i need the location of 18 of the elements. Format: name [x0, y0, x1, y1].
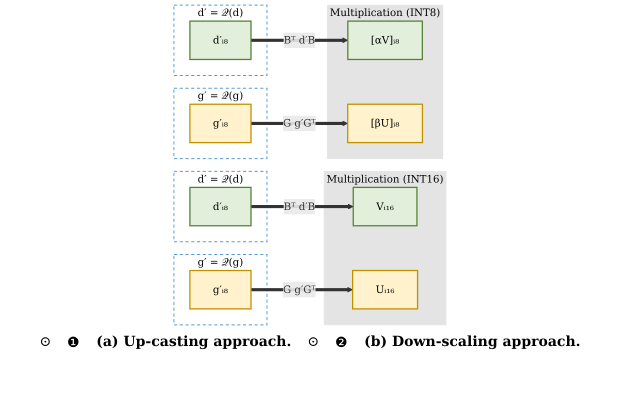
edge-label: G g′Gᵀ [282, 283, 316, 296]
caption: (a) Up-casting approach. [96, 334, 292, 351]
edge-label: Bᵀ d′B [284, 34, 316, 46]
label: ❶ [67, 334, 80, 351]
node-box: g′ᵢ₈ [189, 104, 252, 144]
edge-label: Bᵀ d′B [284, 200, 316, 212]
node-box: [βU]ᵢ₈ [347, 104, 424, 144]
node-box: d′ᵢ₈ [189, 20, 252, 60]
node-box: d′ᵢ₈ [189, 186, 252, 226]
node-box: [αV]ᵢ₈ [347, 20, 423, 60]
label: ❷ [335, 334, 348, 351]
node-box: Uᵢ₁₆ [352, 270, 418, 310]
node-box: g′ᵢ₈ [189, 270, 252, 310]
label: ⊙ [40, 334, 52, 351]
caption: (b) Down-scaling approach. [364, 334, 580, 351]
edge-label: G g′Gᵀ [282, 117, 316, 130]
label: ⊙ [307, 334, 320, 351]
node-box: Vᵢ₁₆ [352, 186, 418, 226]
